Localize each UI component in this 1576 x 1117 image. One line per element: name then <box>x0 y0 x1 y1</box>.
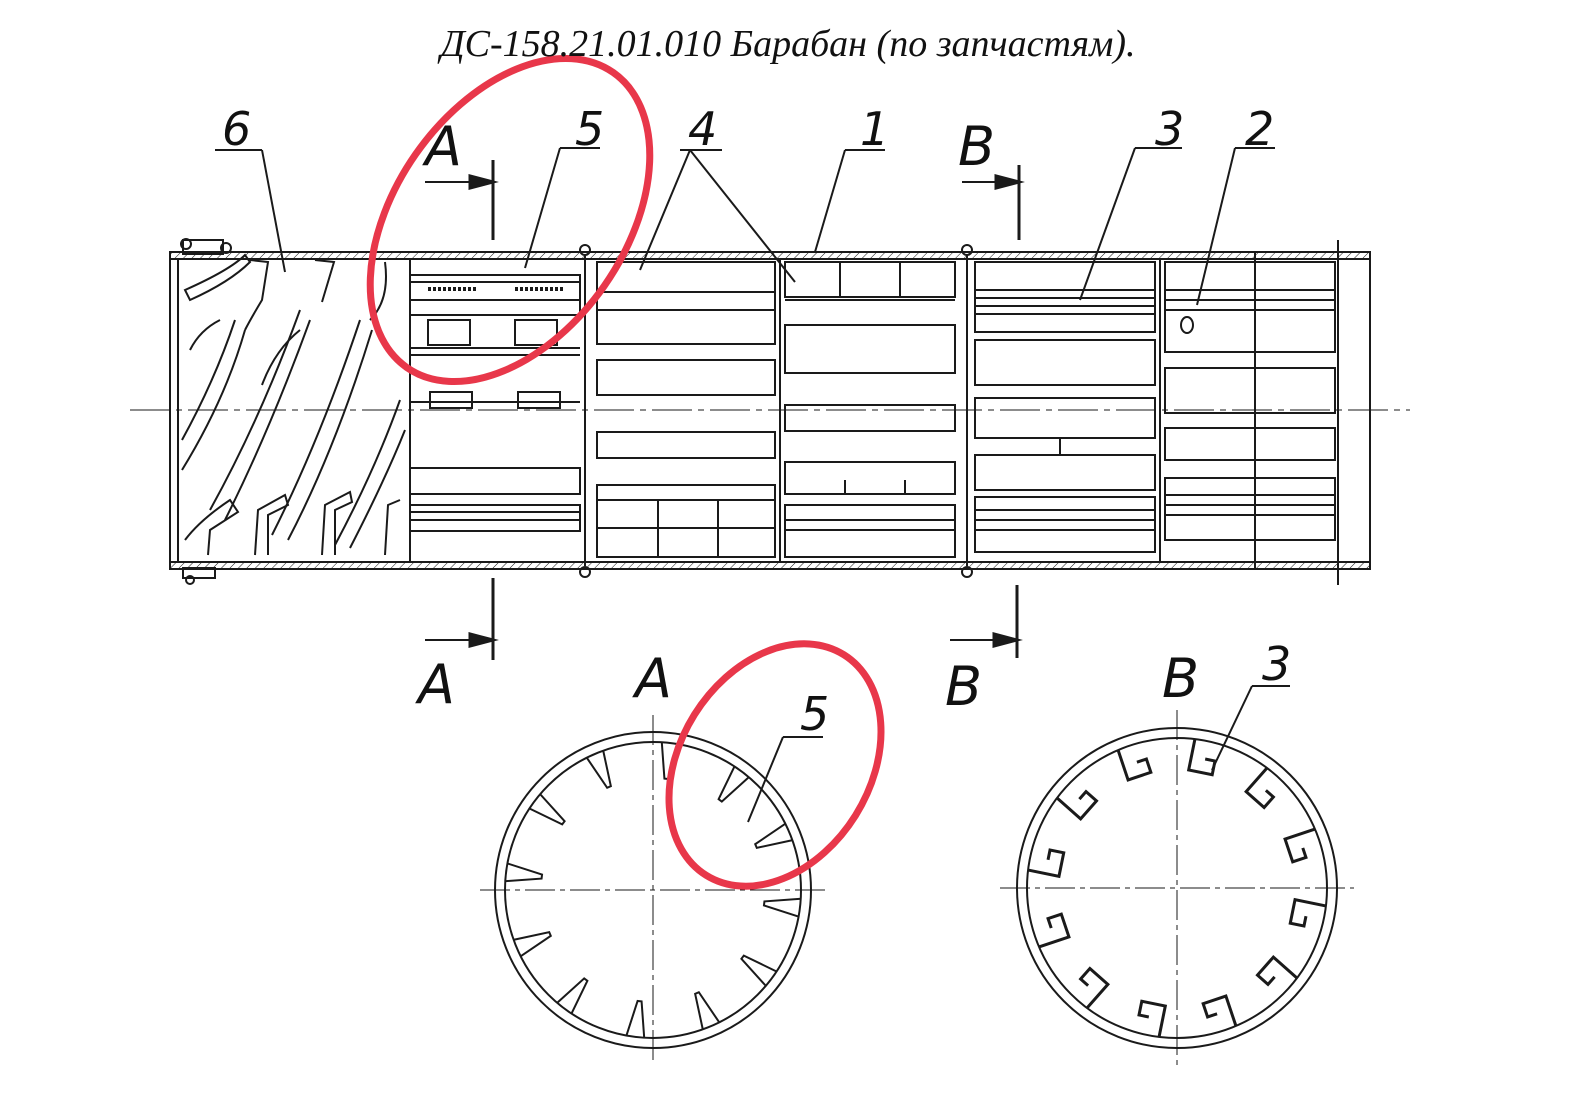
paddle-a <box>585 750 613 790</box>
section-view-a <box>480 715 826 1065</box>
paddle-b <box>1201 994 1238 1027</box>
section-view-b <box>1000 685 1354 1065</box>
section-2-paddles <box>1164 261 1336 541</box>
paddle-b <box>1244 766 1276 810</box>
paddle-a <box>528 793 566 826</box>
section-view-a-title: А <box>632 647 672 710</box>
shell-bottom-wall <box>169 561 1371 570</box>
section-label-b-bottom: В <box>945 655 982 718</box>
section-cut-b <box>950 165 1025 658</box>
drum-side-view <box>130 147 1410 660</box>
paddle-b <box>1027 848 1066 879</box>
callout-leaders <box>215 147 1275 306</box>
paddle-b <box>1283 827 1316 864</box>
paddle-a <box>762 897 802 918</box>
paddle-b <box>1186 738 1217 777</box>
highlight-ellipse-section-a <box>665 640 885 890</box>
paddle-b <box>1055 789 1099 821</box>
section-3-paddles <box>974 261 1156 553</box>
callout-5: 5 <box>575 102 604 156</box>
callout-4: 4 <box>688 102 717 156</box>
paddle-b <box>1137 999 1168 1038</box>
paddle-a <box>740 954 778 987</box>
spiral-flights <box>181 253 406 556</box>
paddle-b <box>1116 749 1153 782</box>
paddles-a <box>504 741 802 1039</box>
paddle-a <box>717 765 750 803</box>
section-view-b-title: В <box>1162 647 1199 710</box>
paddle-a <box>504 862 544 883</box>
paddle-a <box>753 822 793 850</box>
callout-6: 6 <box>222 102 251 156</box>
section-label-b-top: В <box>958 115 995 178</box>
paddle-b <box>1255 955 1299 987</box>
callout-3: 3 <box>1155 102 1184 156</box>
shell-top-wall <box>169 251 1371 260</box>
callout-1: 1 <box>860 102 889 156</box>
highlight-ellipse-part-5 <box>366 54 654 386</box>
paddles-b <box>1027 738 1327 1038</box>
paddle-a <box>693 990 721 1030</box>
callout-2: 2 <box>1245 102 1274 156</box>
section-4-plates <box>596 261 956 558</box>
paddle-a <box>556 977 589 1015</box>
paddle-b <box>1078 966 1110 1010</box>
section-cut-a <box>425 160 499 660</box>
section-view-a-callout: 5 <box>800 687 829 741</box>
paddle-a <box>625 999 646 1039</box>
paddle-b <box>1288 897 1327 928</box>
drawing-title: ДС-158.21.01.010 Барабан (по запчастям). <box>440 23 1136 65</box>
paddle-b <box>1038 912 1071 949</box>
section-5-paddles <box>409 274 581 532</box>
section-view-b-callout: 3 <box>1262 637 1291 691</box>
section-label-a-top: А <box>422 115 462 178</box>
paddle-a <box>513 930 553 958</box>
section-label-a-bottom: А <box>415 653 455 716</box>
